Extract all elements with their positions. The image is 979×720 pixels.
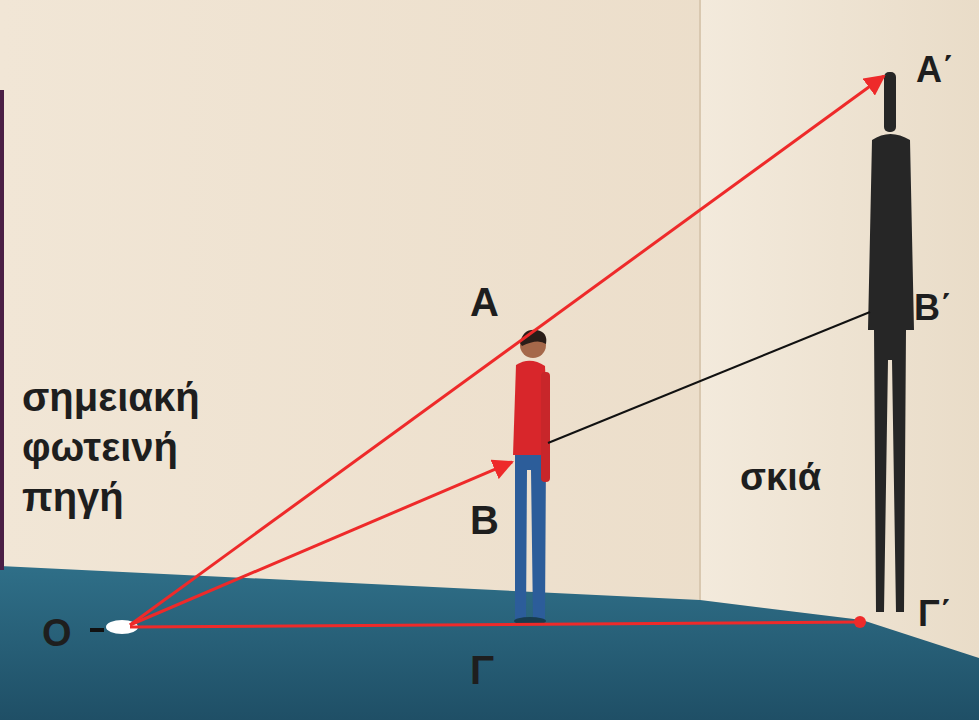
point-label: Γ — [470, 650, 494, 690]
person-figure — [513, 330, 550, 625]
ray-end-dot — [854, 616, 866, 628]
point-label: Α΄ — [916, 52, 954, 88]
blocked-ray — [548, 312, 870, 443]
point-label: Β — [470, 500, 499, 540]
light-ray — [130, 76, 884, 625]
shadow-label: σκιά — [740, 458, 821, 496]
shadow-silhouette — [868, 72, 914, 612]
light-ray — [130, 462, 512, 625]
source-dash — [90, 628, 104, 632]
light-ray — [130, 622, 860, 627]
point-label: Γ΄ — [918, 596, 952, 632]
point-label: Α — [470, 282, 499, 322]
point-label: Β΄ — [914, 290, 952, 326]
floor — [0, 566, 979, 720]
wall-corner — [699, 0, 701, 600]
point-label: Ο — [42, 614, 72, 652]
source-caption: σημειακή φωτεινή πηγή — [22, 372, 272, 522]
side-wall — [700, 0, 979, 660]
edge-strip — [0, 90, 4, 570]
